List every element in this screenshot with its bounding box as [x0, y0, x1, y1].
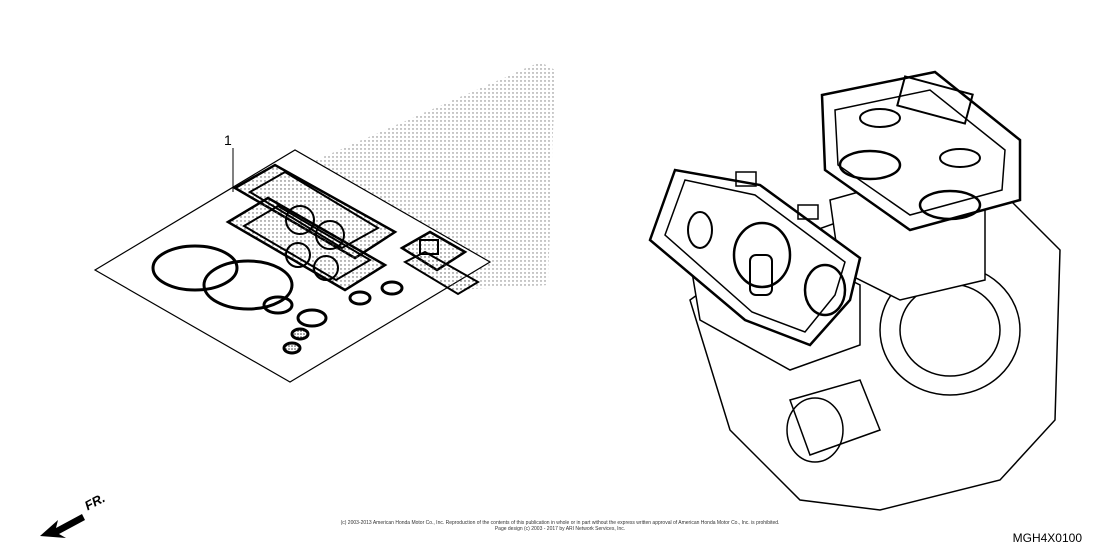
forward-arrow-icon — [40, 514, 85, 538]
engine-icon[interactable] — [648, 70, 1061, 511]
gasket-kit-icon[interactable] — [93, 149, 492, 383]
copyright-notice: (c) 2003-2013 American Honda Motor Co., … — [300, 520, 820, 532]
callout-number[interactable]: 1 — [224, 132, 232, 148]
copyright-line-2: Page design (c) 2003 - 2017 by ARI Netwo… — [494, 526, 626, 532]
gasket-kit-shadow — [305, 62, 555, 290]
diagram-code: MGH4X0100 — [1012, 531, 1082, 545]
copyright-line-1: (c) 2003-2013 American Honda Motor Co., … — [340, 520, 780, 526]
